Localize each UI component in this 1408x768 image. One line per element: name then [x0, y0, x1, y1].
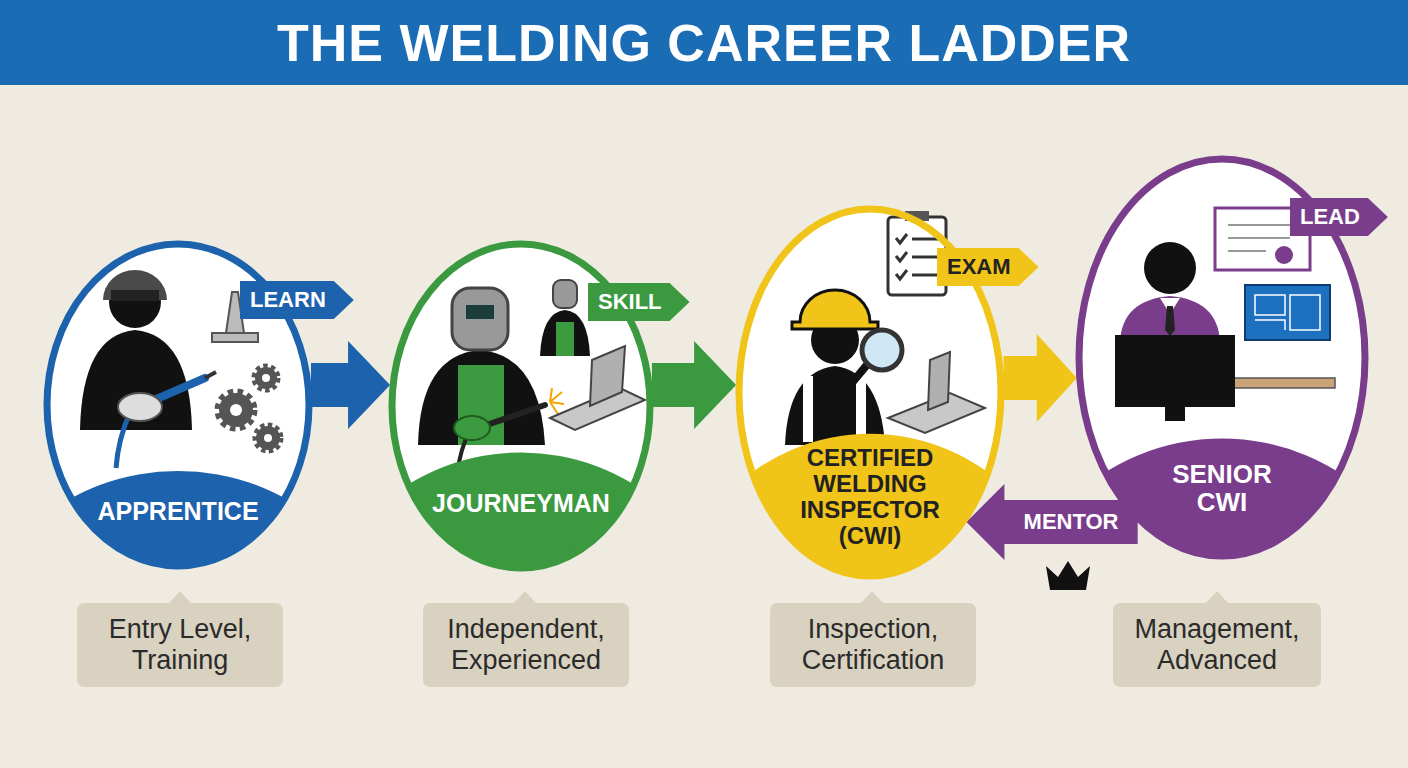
apprentice-icon	[255, 367, 277, 389]
block-arrow	[652, 341, 736, 429]
edge-label: MENTOR	[1020, 509, 1123, 535]
senior-icon	[1115, 208, 1335, 421]
oval-band	[668, 434, 1073, 768]
box-pointer	[168, 591, 1229, 604]
senior-icon	[1228, 250, 1266, 252]
apprentice-icon	[230, 404, 242, 416]
apprentice-icon	[80, 330, 192, 430]
step-tag: SKILL	[588, 283, 690, 321]
inspector-icon	[896, 252, 907, 261]
stage-name: APPRENTICE	[97, 498, 258, 525]
description-box: Management, Advanced	[1113, 603, 1321, 687]
description-box: Inspection, Certification	[770, 603, 976, 687]
journeyman-icon	[550, 402, 558, 414]
inspector-icon	[862, 330, 902, 370]
senior-icon	[1255, 295, 1320, 330]
step-tag: LEARN	[240, 281, 354, 319]
inspector-icon	[803, 376, 813, 442]
inspector-icon	[928, 352, 950, 410]
block-arrow	[311, 341, 390, 429]
inspector-icon	[896, 234, 907, 243]
senior-icon	[1115, 335, 1235, 407]
step-tag: EXAM	[937, 248, 1039, 286]
title-bar	[0, 0, 1408, 85]
senior-icon	[1230, 378, 1335, 388]
apprentice-icon	[111, 290, 159, 301]
senior-icon	[1165, 407, 1185, 421]
stage-name: JOURNEYMAN	[432, 490, 610, 517]
apprentice-icon	[256, 426, 280, 450]
stage-name: CERTIFIED WELDING INSPECTOR (CWI)	[790, 445, 950, 549]
inspector-icon	[785, 366, 885, 445]
diagram-title: THE WELDING CAREER LADDER	[0, 0, 1408, 85]
journeyman-icon	[550, 388, 552, 402]
inspector-icon	[912, 256, 938, 259]
inspector-icon	[896, 270, 907, 279]
stage-description: Inspection, Certification	[778, 614, 968, 676]
oval-band	[0, 471, 381, 768]
inspector-icon	[912, 238, 938, 241]
senior-icon	[1245, 285, 1330, 340]
inspector-icon	[785, 211, 985, 445]
inspector-icon	[792, 290, 878, 329]
journeyman-icon	[452, 288, 508, 350]
step-tag: LEAD	[1290, 198, 1388, 236]
inspector-icon	[896, 234, 938, 279]
oval-band	[1002, 439, 1408, 768]
apprentice-icon	[264, 434, 272, 442]
oval-band	[322, 452, 721, 768]
description-box: Entry Level, Training	[77, 603, 283, 687]
journeyman-icon	[550, 388, 564, 414]
senior-icon	[1228, 237, 1290, 239]
apprentice-icon	[212, 333, 258, 342]
crown-icon	[1046, 561, 1090, 590]
apprentice-icon	[262, 374, 270, 382]
inspector-icon	[856, 376, 866, 442]
journeyman-icon	[556, 322, 574, 356]
senior-icon	[1165, 306, 1175, 336]
apprentice-icon	[205, 372, 216, 378]
apprentice-icon	[103, 270, 167, 300]
senior-icon	[1144, 242, 1196, 294]
inspector-icon	[846, 366, 866, 390]
apprentice-icon	[116, 412, 130, 468]
stage-name: SENIOR CWI	[1157, 460, 1287, 516]
stage-description: Independent, Experienced	[431, 614, 621, 676]
stage-description: Entry Level, Training	[85, 614, 275, 676]
senior-icon	[1275, 246, 1293, 264]
stage-description: Management, Advanced	[1121, 614, 1313, 676]
journeyman-icon	[418, 350, 545, 445]
description-box: Independent, Experienced	[423, 603, 629, 687]
apprentice-icon	[118, 393, 162, 421]
journeyman-icon	[540, 310, 590, 356]
journeyman-icon	[454, 416, 490, 440]
block-arrow	[1004, 334, 1077, 422]
journeyman-icon	[590, 346, 625, 406]
inspector-icon	[912, 274, 938, 277]
senior-icon	[1228, 224, 1296, 226]
journeyman-icon	[553, 280, 577, 308]
block-arrow	[966, 484, 1137, 560]
apprentice-icon	[219, 393, 253, 427]
journeyman-icon	[466, 305, 494, 319]
